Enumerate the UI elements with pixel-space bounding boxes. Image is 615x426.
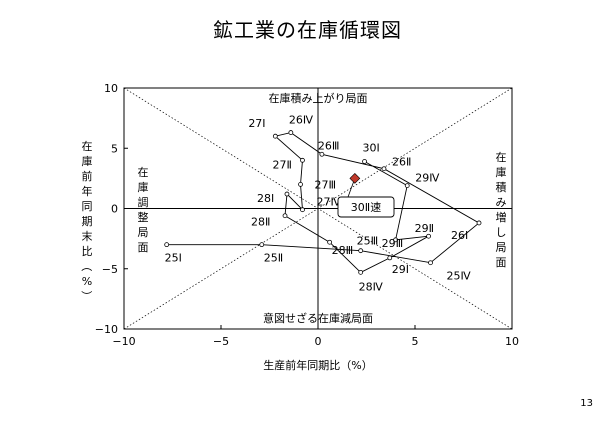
point-label: 29Ⅱ bbox=[415, 222, 434, 235]
data-point bbox=[404, 183, 410, 189]
data-point bbox=[476, 220, 482, 226]
x-axis-title: 生産前年同期比（%） bbox=[263, 358, 372, 372]
x-tick-label: 10 bbox=[505, 335, 519, 348]
data-point bbox=[288, 130, 294, 135]
page-number: 13 bbox=[580, 398, 593, 409]
svg-text:在: 在 bbox=[138, 166, 149, 179]
point-label: 28Ⅱ bbox=[251, 216, 270, 229]
svg-text:%: % bbox=[82, 275, 92, 288]
svg-text:し: し bbox=[496, 226, 507, 239]
svg-text:在: 在 bbox=[496, 151, 507, 164]
svg-text:増: 増 bbox=[496, 211, 507, 224]
x-tick-label: 0 bbox=[315, 335, 322, 348]
highlight-point bbox=[349, 173, 361, 184]
data-point bbox=[362, 159, 367, 164]
data-point bbox=[272, 133, 278, 139]
svg-text:庫: 庫 bbox=[138, 180, 149, 194]
zone-label-top: 在庫積み上がり局面 bbox=[269, 91, 368, 105]
point-label: 27Ⅳ bbox=[316, 196, 341, 209]
svg-text:局: 局 bbox=[138, 226, 149, 239]
zone-label-bottom: 意図せざる在庫減局面 bbox=[263, 311, 373, 325]
data-point bbox=[284, 191, 290, 197]
svg-text:庫: 庫 bbox=[82, 154, 93, 168]
svg-text:庫: 庫 bbox=[496, 165, 507, 179]
data-point bbox=[298, 181, 303, 187]
point-label: 25Ⅱ bbox=[264, 252, 283, 265]
point-label: 28Ⅰ bbox=[257, 192, 274, 205]
y-tick-label: 0 bbox=[111, 203, 118, 216]
data-point bbox=[282, 213, 288, 219]
point-label: 29Ⅳ bbox=[415, 172, 440, 185]
data-point bbox=[259, 242, 265, 248]
point-label: 26Ⅲ bbox=[318, 139, 340, 152]
data-point bbox=[393, 237, 399, 243]
svg-text:期: 期 bbox=[82, 215, 93, 228]
chart-title: 鉱工業の在庫循環図 bbox=[213, 18, 402, 42]
point-label: 26Ⅱ bbox=[392, 156, 411, 169]
callout-box bbox=[337, 196, 395, 218]
svg-text:局: 局 bbox=[496, 241, 507, 254]
svg-text:み: み bbox=[496, 196, 507, 209]
svg-text:末: 末 bbox=[82, 229, 93, 243]
point-label: 27Ⅰ bbox=[248, 117, 265, 130]
y-tick-label: 5 bbox=[111, 142, 118, 155]
svg-text:面: 面 bbox=[496, 256, 507, 269]
y-tick-label: −10 bbox=[95, 323, 118, 336]
svg-text:前: 前 bbox=[82, 169, 93, 183]
data-point bbox=[327, 239, 333, 245]
svg-text:（: （ bbox=[80, 261, 93, 272]
point-label: 28Ⅲ bbox=[332, 244, 354, 257]
y-tick-label: −5 bbox=[102, 263, 118, 276]
svg-text:整: 整 bbox=[138, 210, 149, 224]
point-label: 29Ⅰ bbox=[392, 263, 409, 276]
data-point bbox=[300, 157, 305, 163]
svg-text:面: 面 bbox=[138, 241, 149, 254]
data-point bbox=[358, 248, 364, 254]
callout-label: 30Ⅱ速 bbox=[351, 201, 381, 214]
svg-text:在: 在 bbox=[82, 140, 93, 153]
x-tick-label: −10 bbox=[112, 335, 135, 348]
svg-text:積: 積 bbox=[496, 180, 507, 194]
data-point bbox=[319, 151, 325, 157]
point-label: 25Ⅲ bbox=[357, 235, 379, 248]
x-tick-label: −5 bbox=[213, 335, 229, 348]
point-label: 30Ⅰ bbox=[363, 142, 380, 155]
data-point bbox=[381, 166, 387, 172]
point-label: 26Ⅳ bbox=[289, 114, 314, 127]
point-label: 28Ⅳ bbox=[359, 280, 384, 293]
point-label: 25Ⅰ bbox=[165, 252, 182, 265]
point-label: 25Ⅳ bbox=[447, 270, 472, 283]
data-point bbox=[387, 255, 393, 261]
data-point bbox=[428, 260, 433, 266]
data-point bbox=[358, 269, 364, 275]
svg-text:同: 同 bbox=[82, 200, 93, 213]
point-label: 27Ⅱ bbox=[272, 158, 291, 171]
point-label: 29Ⅲ bbox=[382, 237, 404, 250]
data-point bbox=[426, 233, 431, 239]
point-label: 26Ⅰ bbox=[451, 229, 468, 242]
svg-text:）: ） bbox=[80, 291, 93, 302]
data-point bbox=[300, 207, 305, 213]
chart-marks: 25Ⅰ 25Ⅱ 25Ⅲ 25Ⅳ 26Ⅰ 26Ⅱ 26Ⅲ 26Ⅳ 27Ⅰ 27Ⅱ 27Ⅲ 27Ⅳ 28Ⅰ 2… bbox=[164, 114, 482, 293]
svg-text:調: 調 bbox=[138, 195, 149, 209]
x-tick-label: 5 bbox=[412, 335, 419, 348]
point-label: 27Ⅲ bbox=[315, 178, 337, 191]
svg-text:比: 比 bbox=[82, 245, 93, 258]
svg-text:年: 年 bbox=[82, 184, 93, 198]
y-tick-label: 10 bbox=[104, 82, 118, 95]
data-point bbox=[164, 242, 170, 248]
